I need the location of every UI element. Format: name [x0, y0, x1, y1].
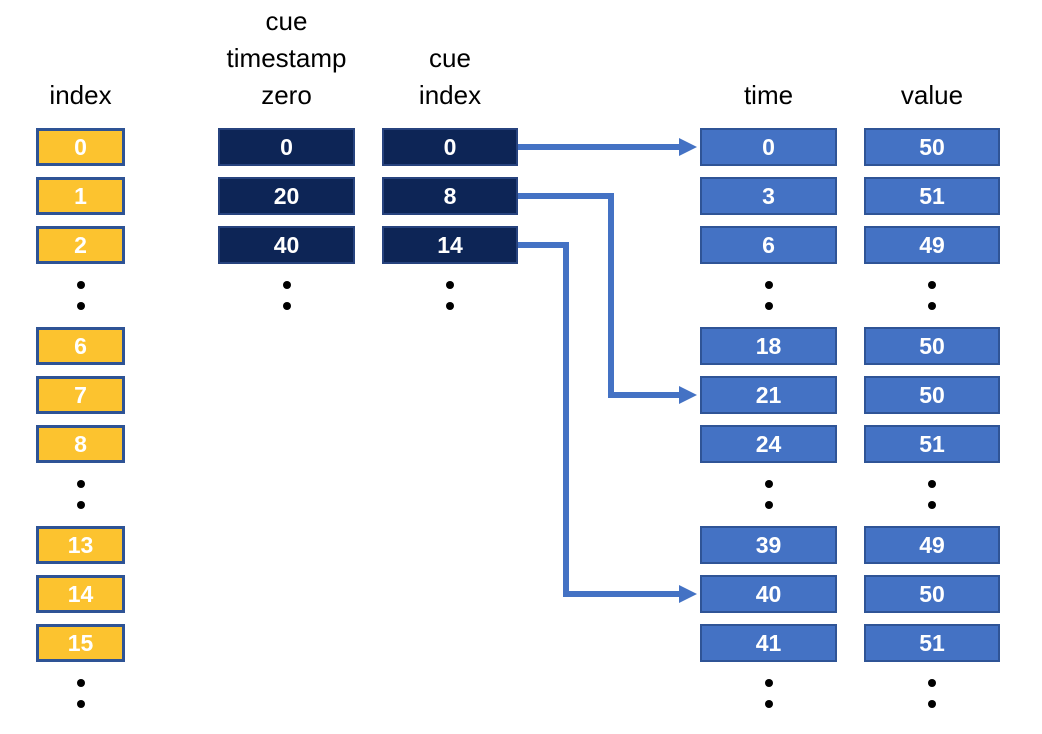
index-cell: 8: [36, 425, 125, 463]
value-cell: 51: [864, 425, 1000, 463]
index-cell: 2: [36, 226, 125, 264]
cue-index-column: cue index 0 8 14: [382, 0, 518, 734]
ellipsis-dots: [864, 474, 1000, 515]
time-cell: 40: [700, 575, 837, 613]
value-cell: 50: [864, 575, 1000, 613]
index-cell: 14: [36, 575, 125, 613]
time-cell: 18: [700, 327, 837, 365]
cue-timestamp-zero-label-line: timestamp: [226, 43, 347, 73]
cue-index-cell: 14: [382, 226, 518, 264]
time-cell: 41: [700, 624, 837, 662]
value-cell: 50: [864, 327, 1000, 365]
ellipsis-dots: [700, 275, 837, 316]
time-cell: 39: [700, 526, 837, 564]
ellipsis-dots: [36, 673, 125, 714]
ellipsis-dots: [864, 275, 1000, 316]
cue-timestamp-zero-cells: 0 20 40: [218, 128, 355, 327]
time-cell: 3: [700, 177, 837, 215]
time-cell: 6: [700, 226, 837, 264]
value-cell: 50: [864, 376, 1000, 414]
time-column-label: time: [659, 77, 879, 114]
index-column: index 0 1 2 6 7 8 13 14 15: [36, 0, 125, 734]
index-cell: 15: [36, 624, 125, 662]
value-column-cells: 50 51 49 50 50 51 49 50 51: [864, 128, 1000, 725]
cue-index-column-label: cue index: [340, 40, 560, 114]
index-cell: 13: [36, 526, 125, 564]
arrow-cue-index-14-to-time-40: [518, 242, 697, 603]
cue-index-cell: 0: [382, 128, 518, 166]
index-cell: 1: [36, 177, 125, 215]
cue-index-cell: 8: [382, 177, 518, 215]
ellipsis-dots: [382, 275, 518, 316]
index-cell: 0: [36, 128, 125, 166]
cue-timestamp-zero-cell: 40: [218, 226, 355, 264]
cue-timestamp-zero-cell: 0: [218, 128, 355, 166]
ellipsis-dots: [700, 673, 837, 714]
value-cell: 50: [864, 128, 1000, 166]
cue-timestamp-zero-label-line: zero: [261, 80, 312, 110]
cue-index-label-line: cue: [429, 43, 471, 73]
ellipsis-dots: [864, 673, 1000, 714]
time-column: time 0 3 6 18 21 24 39 40 41: [700, 0, 837, 734]
value-column: value 50 51 49 50 50 51 49 50 51: [864, 0, 1000, 734]
cue-timestamp-zero-label-line: cue: [265, 6, 308, 36]
time-cell: 21: [700, 376, 837, 414]
index-cell: 7: [36, 376, 125, 414]
cue-timestamp-zero-cell: 20: [218, 177, 355, 215]
index-column-label-line: index: [49, 80, 112, 110]
cue-timestamp-zero-column: cue timestamp zero 0 20 40: [218, 0, 355, 734]
ellipsis-dots: [36, 474, 125, 515]
ellipsis-dots: [36, 275, 125, 316]
time-column-label-line: time: [743, 80, 794, 110]
cue-index-label-line: index: [418, 80, 482, 110]
value-cell: 51: [864, 624, 1000, 662]
time-cell: 24: [700, 425, 837, 463]
value-cell: 51: [864, 177, 1000, 215]
value-cell: 49: [864, 526, 1000, 564]
ellipsis-dots: [700, 474, 837, 515]
arrow-cue-index-8-to-time-21: [518, 193, 697, 404]
ellipsis-dots: [218, 275, 355, 316]
value-column-label-line: value: [900, 80, 964, 110]
time-cell: 0: [700, 128, 837, 166]
time-column-cells: 0 3 6 18 21 24 39 40 41: [700, 128, 837, 725]
index-cell: 6: [36, 327, 125, 365]
index-column-cells: 0 1 2 6 7 8 13 14 15: [36, 128, 125, 725]
cue-index-cells: 0 8 14: [382, 128, 518, 327]
value-column-label: value: [822, 77, 1042, 114]
index-column-label: index: [0, 77, 191, 114]
value-cell: 49: [864, 226, 1000, 264]
cue-timestamp-zero-column-label: cue timestamp zero: [177, 3, 397, 114]
